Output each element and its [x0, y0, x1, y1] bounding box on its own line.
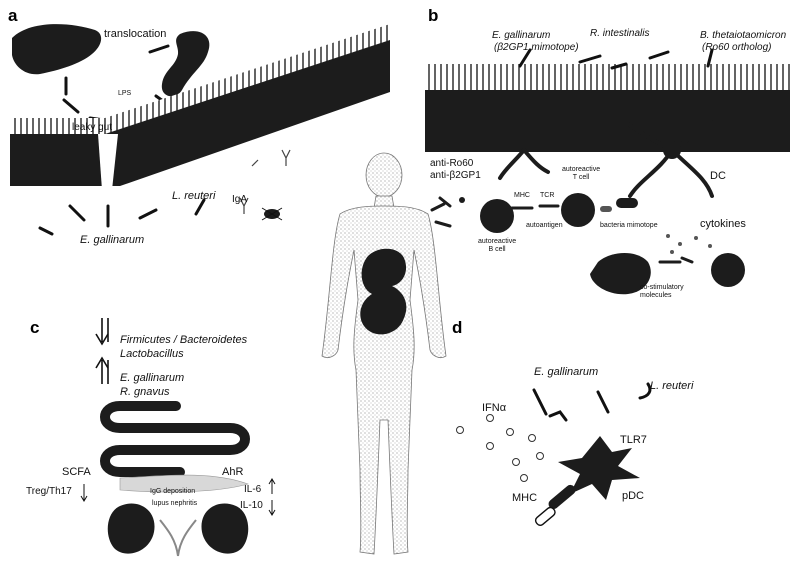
- mimotope-bacteria: [600, 198, 638, 212]
- e-gallinarum-b-label: E. gallinarum: [492, 30, 550, 41]
- lactobacillus-label: Lactobacillus: [120, 348, 184, 360]
- scfa-label: SCFA: [62, 466, 91, 478]
- gut-epithelium-b: [425, 90, 790, 152]
- il6-label: IL-6: [244, 484, 261, 495]
- r-intestinalis-label: R. intestinalis: [590, 28, 649, 39]
- bacteria-d: [534, 384, 650, 420]
- mhc-d-label: MHC: [512, 492, 537, 504]
- ifna-dots: [457, 415, 544, 482]
- autoreactive-b-label: autoreactive B cell: [478, 238, 516, 253]
- autoantigen-label: autoantigen: [526, 222, 563, 230]
- intestine-coil: [105, 406, 245, 472]
- iga-antibody: [240, 150, 290, 214]
- costim-label: co-stimulatory molecules: [640, 284, 684, 299]
- leaky-gut-label: leaky gut: [72, 122, 112, 133]
- panel-a: [10, 24, 390, 234]
- l-reuteri-d-label: L. reuteri: [650, 380, 693, 392]
- lupus-label: lupus nephritis: [152, 500, 197, 508]
- bacteria-mimotope-label: bacteria mimotope: [600, 222, 658, 230]
- kidneys-c: [108, 504, 249, 556]
- dc-body-b: [663, 141, 681, 159]
- immune-cell-a: [262, 208, 282, 220]
- panel-a-label: a: [8, 6, 17, 26]
- l-reuteri-a-label: L. reuteri: [172, 190, 215, 202]
- bacteria-a-bottom: [40, 200, 204, 234]
- ro60-ortholog-label: (Ro60 ortholog): [702, 42, 771, 53]
- e-gallinarum-c-label: E. gallinarum: [120, 372, 184, 384]
- il10-label: IL-10: [240, 500, 263, 511]
- ifna-label: IFNα: [482, 402, 506, 414]
- mhc-receptor: [534, 483, 577, 527]
- panel-c-label: c: [30, 318, 39, 338]
- tcr-label: TCR: [540, 192, 554, 200]
- igg-label: IgG deposition: [150, 488, 195, 496]
- gut-villi-b: [425, 64, 790, 90]
- arrows-c: [96, 318, 108, 384]
- b2gp1-mimotope-label: (β2GP1 mimotope): [494, 42, 579, 53]
- iga-label: IgA: [232, 194, 247, 205]
- anti-b2gp1-label: anti-β2GP1: [430, 170, 481, 181]
- b-theta-label: B. thetaiotaomicron: [700, 30, 786, 41]
- ahr-label: AhR: [222, 466, 243, 478]
- e-gallinarum-a-label: E. gallinarum: [80, 234, 144, 246]
- lps-label: LPS: [118, 90, 131, 98]
- r-gnavus-label: R. gnavus: [120, 386, 170, 398]
- tlr7-label: TLR7: [620, 434, 647, 446]
- firmicutes-label: Firmicutes / Bacteroidetes: [120, 334, 247, 346]
- panel-b-label: b: [428, 6, 438, 26]
- cytokine-dots: [666, 234, 712, 254]
- e-gallinarum-d-label: E. gallinarum: [534, 366, 598, 378]
- pdc-label: pDC: [622, 490, 644, 502]
- mhc-b-label: MHC: [514, 192, 530, 200]
- autoreactive-t-label: autoreactive T cell: [562, 166, 600, 181]
- anti-ro60-label: anti-Ro60: [430, 158, 473, 169]
- panel-d-label: d: [452, 318, 462, 338]
- b-cell: [432, 197, 514, 233]
- human-body: [322, 153, 446, 554]
- liver-shape: [12, 24, 101, 74]
- translocation-label: translocation: [104, 28, 166, 40]
- cytokines-label: cytokines: [700, 218, 746, 230]
- dc-label: DC: [710, 170, 726, 182]
- treg-label: Treg/Th17: [26, 486, 72, 497]
